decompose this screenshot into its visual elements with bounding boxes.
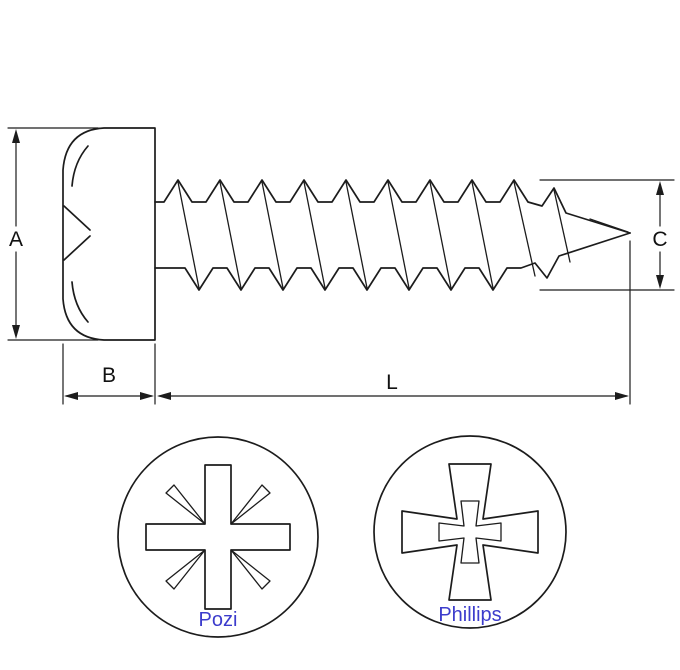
- dim-b-arrow-right: [140, 392, 154, 400]
- dim-a-arrow-up: [12, 129, 20, 143]
- phillips-drive-label: Phillips: [438, 604, 501, 626]
- dim-l-arrow-left: [157, 392, 171, 400]
- drawing-strokes: [7, 127, 675, 638]
- screw-shank-side-view: [154, 179, 631, 291]
- thread-helix-lines: [177, 181, 629, 289]
- pozi-cross: [145, 464, 291, 610]
- pozi-wedge-upper-right: [230, 484, 271, 525]
- head-recess-line-lower: [63, 235, 91, 261]
- dimension-label-b: B: [102, 364, 116, 387]
- head-recess-line-upper: [63, 205, 91, 231]
- screw-head-side-view: [62, 127, 156, 341]
- phillips-cross-outer: [401, 463, 539, 601]
- pozi-drive-view: [117, 436, 319, 638]
- pozi-tick-wedges: [165, 484, 271, 590]
- dimension-label-a: A: [9, 228, 23, 251]
- dim-c-arrow-up: [656, 181, 664, 195]
- dimension-l: [157, 240, 631, 405]
- dimension-label-l: L: [386, 371, 398, 394]
- pozi-circle: [117, 436, 319, 638]
- thread-top-edge: [154, 179, 631, 234]
- dimension-b: [62, 343, 156, 405]
- pozi-drive-label: Pozi: [199, 609, 238, 631]
- pozi-wedge-upper-left: [165, 484, 206, 525]
- pozi-wedge-lower-right: [230, 549, 271, 590]
- phillips-drive-view: [373, 435, 567, 629]
- head-dome-line-upper: [71, 145, 89, 187]
- dimension-label-c: C: [652, 228, 667, 251]
- dimension-a: [7, 127, 99, 341]
- dim-l-arrow-right: [615, 392, 629, 400]
- phillips-circle: [373, 435, 567, 629]
- head-dome-line-lower: [71, 281, 89, 323]
- thread-bottom-edge: [154, 232, 631, 291]
- dimension-c: [539, 179, 675, 291]
- pozi-wedge-lower-left: [165, 549, 206, 590]
- dim-c-arrow-down: [656, 275, 664, 289]
- phillips-cross-inner: [438, 500, 502, 564]
- dim-a-arrow-down: [12, 325, 20, 339]
- dim-b-arrow-left: [64, 392, 78, 400]
- head-outline: [62, 127, 156, 341]
